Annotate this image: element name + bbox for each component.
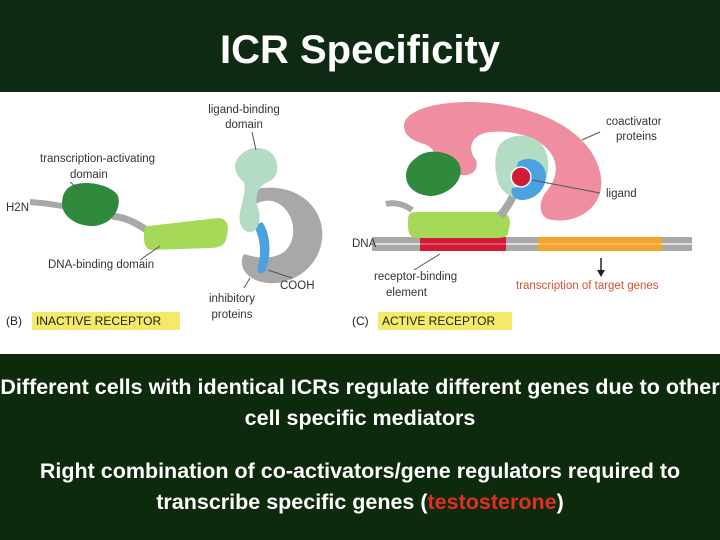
panel-b-letter: (B) [6, 314, 22, 328]
receptor-figure: ligand-binding domain transcription-acti… [0, 92, 720, 354]
active-receptor-drawing [372, 102, 692, 277]
active-transcription-domain-shape [406, 151, 461, 196]
inactive-caption-box [32, 312, 180, 330]
ligand-pointer [531, 179, 601, 194]
ligand-label: ligand [606, 188, 637, 200]
bullet-identical-icrs: Different cells with identical ICRs regu… [0, 375, 720, 430]
slide-title: ICR Specificity [0, 0, 720, 92]
dna-binding-domain-shape [144, 218, 228, 250]
receptor-diagram: ligand-binding domain transcription-acti… [6, 102, 692, 330]
dna-binding-label: DNA-binding domain [48, 259, 154, 271]
ligand-molecule [512, 168, 530, 186]
inactive-receptor-caption: INACTIVE RECEPTOR [36, 314, 161, 328]
transcription-activating-label-line1: transcription-activating [40, 153, 155, 165]
bullet-co-activators-close: ) [556, 490, 564, 514]
receptor-binding-label-line2: element [386, 287, 428, 299]
receptor-stem [254, 222, 270, 274]
transcription-activating-label-line2: domain [70, 169, 108, 181]
ligand-binding-pointer [251, 131, 257, 151]
inactive-receptor-drawing [29, 131, 323, 289]
coactivator-label-line2: proteins [616, 131, 657, 143]
element-pointer [413, 253, 441, 271]
active-caption-box [378, 312, 512, 330]
coactivator-pointer [581, 131, 601, 141]
transcription-activating-domain-shape [62, 182, 119, 226]
inhibitory-pointer [243, 277, 251, 289]
cooh-pointer [267, 269, 293, 279]
panel-c-letter: (C) [352, 314, 369, 328]
h2n-label: H2N [6, 202, 29, 214]
ligand-binding-label-line2: domain [225, 119, 263, 131]
coactivator-protein-shape [404, 102, 602, 221]
ligand-binding-domain-shape [235, 147, 278, 232]
bullet-co-activators: Right combination of co-activators/gene … [0, 456, 720, 518]
transcription-pointer [69, 181, 81, 191]
transcription-arrow-head [597, 270, 605, 277]
ligand-outline [510, 166, 532, 188]
ligand-binding-label-line1: ligand-binding [208, 104, 280, 116]
inhibitory-label-line2: proteins [212, 309, 253, 321]
inhibitory-label-line1: inhibitory [209, 293, 255, 305]
dna-label: DNA [352, 238, 377, 250]
dna-binding-pointer [139, 245, 161, 261]
active-dna-binding-domain-shape [408, 212, 510, 238]
bullet-co-activators-text: Right combination of co-activators/gene … [39, 459, 681, 514]
cooh-label: COOH [280, 280, 315, 292]
transcription-target-label: transcription of target genes [516, 280, 659, 292]
active-receptor-caption: ACTIVE RECEPTOR [382, 314, 495, 328]
testosterone-highlight: testosterone [427, 490, 557, 514]
active-receptor-strand [385, 200, 414, 213]
receptor-binding-label-line1: receptor-binding [374, 271, 457, 283]
coactivator-label-line1: coactivator [606, 116, 662, 128]
